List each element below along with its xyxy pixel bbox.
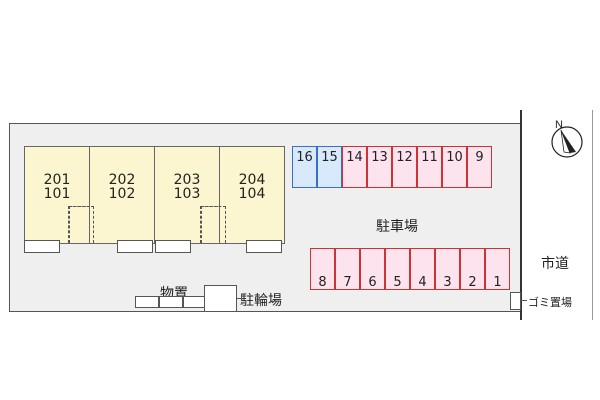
storage-shed [183, 296, 205, 308]
parking-slot: 16 [292, 146, 317, 188]
parking-slot: 7 [335, 248, 360, 290]
parking-slot: 12 [392, 146, 417, 188]
unit-upper-number: 201 [43, 172, 71, 188]
garbage-area [510, 292, 521, 310]
unit-lower-number: 101 [43, 186, 71, 202]
parking-label: 駐車場 [376, 219, 418, 235]
storage-shed [159, 296, 183, 308]
parking-slot: 1 [485, 248, 510, 290]
bicycle-parking-leader [237, 298, 243, 299]
compass-north-label: N [555, 119, 563, 131]
road-edge-line-right [592, 110, 593, 320]
parking-slot: 3 [435, 248, 460, 290]
compass-icon: N [551, 119, 583, 158]
parking-slot: 2 [460, 248, 485, 290]
step-4 [246, 240, 282, 253]
bicycle-parking-area [204, 285, 237, 312]
road-edge-line [520, 110, 522, 320]
parking-slot: 10 [442, 146, 467, 188]
garbage-label: ゴミ置場 [528, 296, 572, 309]
unit-upper-number: 204 [238, 172, 266, 188]
parking-slot: 6 [360, 248, 385, 290]
parking-slot: 13 [367, 146, 392, 188]
step-2 [117, 240, 153, 253]
parking-slot: 4 [410, 248, 435, 290]
unit-lower-number: 102 [108, 186, 136, 202]
step-3 [155, 240, 191, 253]
unit-lower-number: 103 [173, 186, 201, 202]
unit-upper-number: 202 [108, 172, 136, 188]
entrance [200, 206, 226, 243]
parking-slot: 8 [310, 248, 335, 290]
parking-slot: 5 [385, 248, 410, 290]
parking-slot: 15 [317, 146, 342, 188]
parking-slot: 11 [417, 146, 442, 188]
garbage-leader [521, 300, 527, 301]
step-1 [24, 240, 60, 253]
unit-upper-number: 203 [173, 172, 201, 188]
bicycle-parking-label: 駐輪場 [240, 293, 282, 309]
storage-shed [135, 296, 159, 308]
entrance [68, 206, 94, 243]
parking-slot: 9 [467, 146, 492, 188]
unit-lower-number: 104 [238, 186, 266, 202]
city-road-label: 市道 [541, 256, 569, 272]
parking-slot: 14 [342, 146, 367, 188]
unit-4: 204 104 [200, 146, 285, 244]
unit-2: 202 102 [68, 146, 155, 244]
